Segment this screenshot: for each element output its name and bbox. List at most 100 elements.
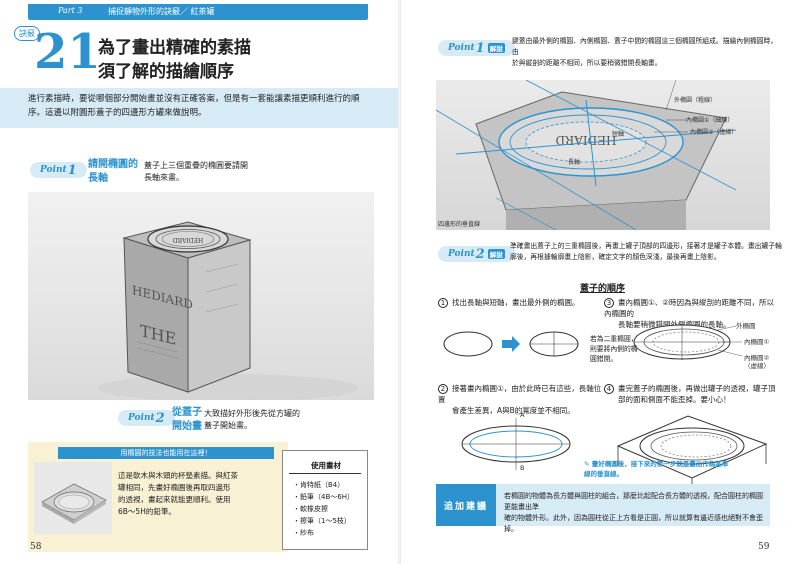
extra-advice-line-2: 確的物體外形。此外，因為圓柱從正上方看是正圓，所以就算有邊近感也絕對不會歪掉。 (504, 514, 763, 533)
right-point-1-text-line-1: 鍵蓋由最外側的橢圓、內側橢圓、蓋子中間的橢圓這三個橢圓所組成。描繪內側橢圓時，由 (512, 37, 778, 56)
material-item: ・軟橡皮擦 (293, 505, 328, 513)
step-4: 4 畫完蓋子的橢圓後，再做出罐子的透視，罐子頂 部的面和側面不能歪掉。要小心！ (604, 383, 780, 405)
lesson-number: 21 (34, 24, 101, 80)
step-3-number: 3 (604, 298, 614, 308)
header-band (28, 4, 368, 20)
callout-long-axis: 長軸 (568, 159, 581, 166)
point-1-heading: 請開橢圓的 長軸 (88, 158, 138, 186)
double-ellipse-note: 若為二重橢圓， 則要將內側的橢 圓錯開。 (590, 334, 648, 364)
title-line-2: 須了解的描繪順序 (98, 62, 234, 82)
tip-box-header: 用橢圓的技法也能用在這裡！ (58, 447, 274, 459)
right-point-2-text-line-2: 廓後，再根據輪廓畫上陰影，確定文字的顏色深淺，最後再畫上陰影。 (510, 253, 721, 261)
point-2-heading: 從蓋子 開始畫 (172, 406, 202, 434)
material-item: ・肯特紙（B4） (293, 481, 345, 489)
point-2-word: Point (128, 413, 155, 423)
point-1-word: Point (40, 165, 67, 175)
right-point-1-num: 1 (475, 40, 485, 56)
tea-can-sketch: HEDIARD HEDIARD THE (98, 221, 358, 402)
step-2-line-1: 接著畫內橢圓①，由於此時已有這些，長軸位置 (438, 384, 602, 404)
point-1-text: 蓋子上三個重疊的橢圓要請開 長軸來畫。 (144, 160, 294, 184)
step-2-number: 2 (438, 384, 448, 394)
step-1-number: 1 (438, 298, 448, 308)
pencil-note-text: 畫好橢圓後，接下來的第一步就是畫出作為基準線的垂直線。 (584, 460, 729, 478)
point-2-text-line-1: 大致描好外形後先從方罐的 (204, 409, 300, 418)
right-point-1-text-line-2: 於與縱剖的距離不相同，所以要稍微錯開長軸畫。 (512, 59, 662, 67)
right-point-1-sub: 解說 (487, 43, 505, 53)
point-2-heading-line-2: 開始畫 (172, 421, 202, 432)
material-item: ・紗布 (293, 529, 314, 537)
point-2-text: 大致描好外形後先從方罐的 蓋子開始畫。 (204, 408, 354, 432)
point-2-heading-line-1: 從蓋子 (172, 407, 202, 418)
coaster-sketch (41, 483, 107, 524)
right-point-2-text: 準確畫出蓋子上的三重橢圓後，再畫上罐子頂部的四邊形，接著才是罐子本體。畫出罐子輪… (510, 241, 782, 263)
diagram-label-b: B (520, 464, 524, 472)
double-ellipse-note-line-3: 圓錯開。 (590, 355, 618, 363)
step-3-line-2: 長軸要稍微錯開外側橢圓的長軸。 (618, 320, 731, 329)
callout-short-axis: 短軸 (612, 131, 625, 138)
intro-box (0, 88, 399, 128)
point-1-heading-line-2: 長軸 (88, 173, 108, 184)
point-1-text-line-2: 長軸來畫。 (144, 173, 184, 182)
pencil-note: ✎ 畫好橢圓後，接下來的第一步就是畫出作為基準線的垂直線。 (584, 459, 734, 479)
right-point-1-text: 鍵蓋由最外側的橢圓、內側橢圓、蓋子中間的橢圓這三個橢圓所組成。描繪內側橢圓時，由… (512, 36, 782, 69)
materials-divider (289, 473, 361, 474)
callout-box-line: 四邊形的垂直線 (438, 221, 481, 228)
tip-badge: 訣竅 (14, 26, 40, 41)
step-2-line-2: 會產生差異，A與B的寬度並不相同。 (452, 406, 575, 415)
page-number-left: 58 (30, 542, 42, 552)
diagram-label-outer: 外橢圓 (736, 321, 756, 330)
step-4-line-1: 畫完蓋子的橢圓後，再做出罐子的透視，罐子頂 (618, 384, 776, 393)
step-1-line-1: 找出長軸與短軸，畫出最外側的橢圓。 (452, 298, 580, 307)
lid-closeup-sketch: HEDIARD (435, 79, 737, 231)
diagram-label-a: A (520, 411, 525, 419)
extra-advice-text: 若橢圓的物體為長方體與圓柱的組合，那麼比起配合長方體的透視，配合圓柱的橢圓更能畫… (504, 491, 764, 535)
point-2-text-line-2: 蓋子開始畫。 (204, 421, 252, 430)
point-1-text-line-1: 蓋子上三個重疊的橢圓要請開 (144, 161, 248, 170)
materials-card: 使用畫材 ・肯特紙（B4） ・鉛筆（4B～6H） ・軟橡皮擦 ・擦筆（1～5枝）… (282, 450, 368, 550)
material-item: ・擦筆（1～5枝） (293, 517, 351, 525)
step-1: 1 找出長軸與短軸，畫出最外側的橢圓。 (438, 297, 588, 308)
double-ellipse-note-line-2: 則要將內側的橢 (590, 345, 638, 353)
point-1-num: 1 (67, 162, 77, 178)
callout-inner-ellipse-1: 內橢圓①（細線） (686, 117, 734, 124)
extra-advice-label: 追加建議 (436, 484, 496, 526)
tip-text-line-3: 的透視，畫起來就能更順利。使用 (118, 495, 231, 504)
intro-text: 進行素描時，要從哪個部分開始畫並沒有正確答案，但是有一套能讓素描更順利進行的順 … (28, 92, 378, 120)
double-ellipse-note-line-1: 若為二重橢圓， (590, 335, 638, 343)
procedure-title: 蓋子的順序 (580, 284, 626, 294)
right-point-2-num: 2 (475, 246, 485, 262)
intro-line-1: 進行素描時，要從哪個部分開始畫並沒有正確答案，但是有一套能讓素描更順利進行的順 (28, 94, 360, 104)
intro-line-2: 序。這邊以附圓形蓋子的四邊形方罐來做說明。 (28, 108, 207, 118)
procedure-diagram-top: 外橢圓 內橢圓① 內橢圓② （虛線） (443, 321, 770, 370)
right-point-2-text-line-1: 準確畫出蓋子上的三重橢圓後，再畫上罐子頂部的四邊形，接著才是罐子本體。畫出罐子輪 (510, 242, 782, 250)
right-point-1-word: Point (448, 43, 475, 53)
extra-advice-line-1: 若橢圓的物體為長方體與圓柱的組合，那麼比起配合長方體的透視，配合圓柱的橢圓更能畫… (504, 492, 763, 511)
materials-title: 使用畫材 (311, 461, 341, 470)
point-1-heading-line-1: 請開橢圓的 (88, 159, 138, 170)
right-point-2-word: Point (448, 249, 475, 259)
coaster-drawing (34, 462, 112, 534)
left-page: Part 3 捕捉靜物外形的訣竅／ 紅茶罐 訣竅 21 為了畫出精確的素描 須了… (0, 0, 399, 564)
step-3-line-1: 畫內橢圓①、②時因為與縱剖的距離不同，所以內橢圓的 (604, 298, 774, 318)
page-number-right: 59 (758, 542, 770, 552)
diagram-label-inner-2-line-2: （虛線） (744, 361, 770, 370)
callout-outer-ellipse: 外橢圓（粗線） (674, 97, 717, 104)
closeup-brand-text: HEDIARD (556, 133, 617, 147)
part-label: Part 3 (58, 6, 83, 15)
point-2-num: 2 (155, 410, 165, 426)
materials-list: ・肯特紙（B4） ・鉛筆（4B～6H） ・軟橡皮擦 ・擦筆（1～5枝） ・紗布 (293, 479, 365, 539)
step-4-number: 4 (604, 384, 614, 394)
procedure-diagram-bottom: A B (461, 411, 768, 484)
material-item: ・鉛筆（4B～6H） (293, 493, 354, 501)
tip-text-line-4: 6B～5H的鉛筆。 (118, 507, 176, 516)
tip-text-line-1: 這是軟木與木頭的杯墊素描。與紅茶 (118, 471, 238, 480)
page-title: 為了畫出精確的素描 須了解的描繪順序 (98, 36, 251, 84)
step-4-line-2: 部的面和側面不能歪掉。要小心！ (618, 395, 731, 404)
tip-box-text: 這是軟木與木頭的杯墊素描。與紅茶 罐相同，先畫好橢圓後再取四邊形 的透視，畫起來… (118, 470, 278, 518)
title-line-1: 為了畫出精確的素描 (98, 38, 251, 58)
header-title: 捕捉靜物外形的訣竅／ 紅茶罐 (108, 7, 215, 16)
